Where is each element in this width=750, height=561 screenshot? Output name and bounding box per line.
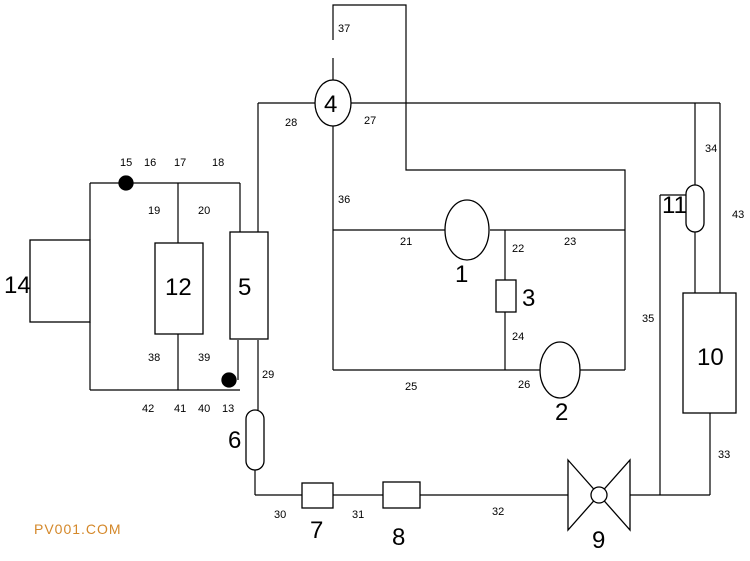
component-10-box (682, 292, 737, 414)
component-7-box (301, 482, 334, 509)
label-8: 8 (392, 524, 405, 551)
valve-label-29: 29 (262, 369, 274, 381)
compressor-1-icon (444, 199, 490, 261)
valve-label-28: 28 (285, 117, 297, 129)
valve-label-31: 31 (352, 509, 364, 521)
valve-label-39: 39 (198, 352, 210, 364)
watermark: PV001.COM (34, 521, 122, 537)
component-8-box (382, 481, 421, 509)
valve-label-25: 25 (405, 381, 417, 393)
valve-label-35: 35 (642, 313, 654, 325)
component-5-box (229, 231, 269, 340)
valve-label-41: 41 (174, 403, 186, 415)
label-14: 14 (4, 272, 31, 299)
receiver-6-icon (245, 409, 265, 471)
label-4: 4 (324, 91, 337, 118)
pump-13-icon (221, 372, 237, 388)
valve-label-34: 34 (705, 143, 717, 155)
valve-label-18: 18 (212, 157, 224, 169)
valve-label-27: 27 (364, 115, 376, 127)
valve-label-23: 23 (564, 236, 576, 248)
label-6: 6 (228, 427, 241, 454)
label-11: 11 (662, 192, 687, 219)
label-12: 12 (165, 274, 192, 301)
valve-label-36: 36 (338, 194, 350, 206)
valve-label-33: 33 (718, 449, 730, 461)
pipe-top-loop (332, 4, 626, 370)
label-1: 1 (455, 261, 468, 288)
component-14-box (29, 239, 91, 323)
valve-label-15: 15 (120, 157, 132, 169)
valve-label-21: 21 (400, 236, 412, 248)
valve-label-32: 32 (492, 506, 504, 518)
label-3: 3 (522, 285, 535, 312)
expansion-9-core (590, 486, 608, 504)
valve-label-19: 19 (148, 205, 160, 217)
label-5: 5 (238, 274, 251, 301)
valve-label-30: 30 (274, 509, 286, 521)
separator-11-icon (685, 184, 705, 233)
label-13: 13 (222, 403, 234, 415)
component-12-box (154, 242, 204, 335)
compressor-2-icon (539, 341, 581, 399)
label-10: 10 (697, 344, 724, 371)
valve-label-37: 37 (338, 23, 350, 35)
valve-label-38: 38 (148, 352, 160, 364)
label-7: 7 (310, 517, 323, 544)
label-2: 2 (555, 399, 568, 426)
valve-label-24: 24 (512, 331, 524, 343)
label-9: 9 (592, 527, 605, 554)
valve-label-16: 16 (144, 157, 156, 169)
pipe-network (89, 4, 721, 496)
pump-15-icon (118, 175, 134, 191)
valve-label-40: 40 (198, 403, 210, 415)
valve-label-26: 26 (518, 379, 530, 391)
valve-label-22: 22 (512, 243, 524, 255)
valve-label-17: 17 (174, 157, 186, 169)
valve-label-20: 20 (198, 205, 210, 217)
valve-label-43: 43 (732, 209, 744, 221)
component-3-box (495, 279, 517, 313)
valve-4-icon (314, 79, 352, 127)
valve-label-42: 42 (142, 403, 154, 415)
